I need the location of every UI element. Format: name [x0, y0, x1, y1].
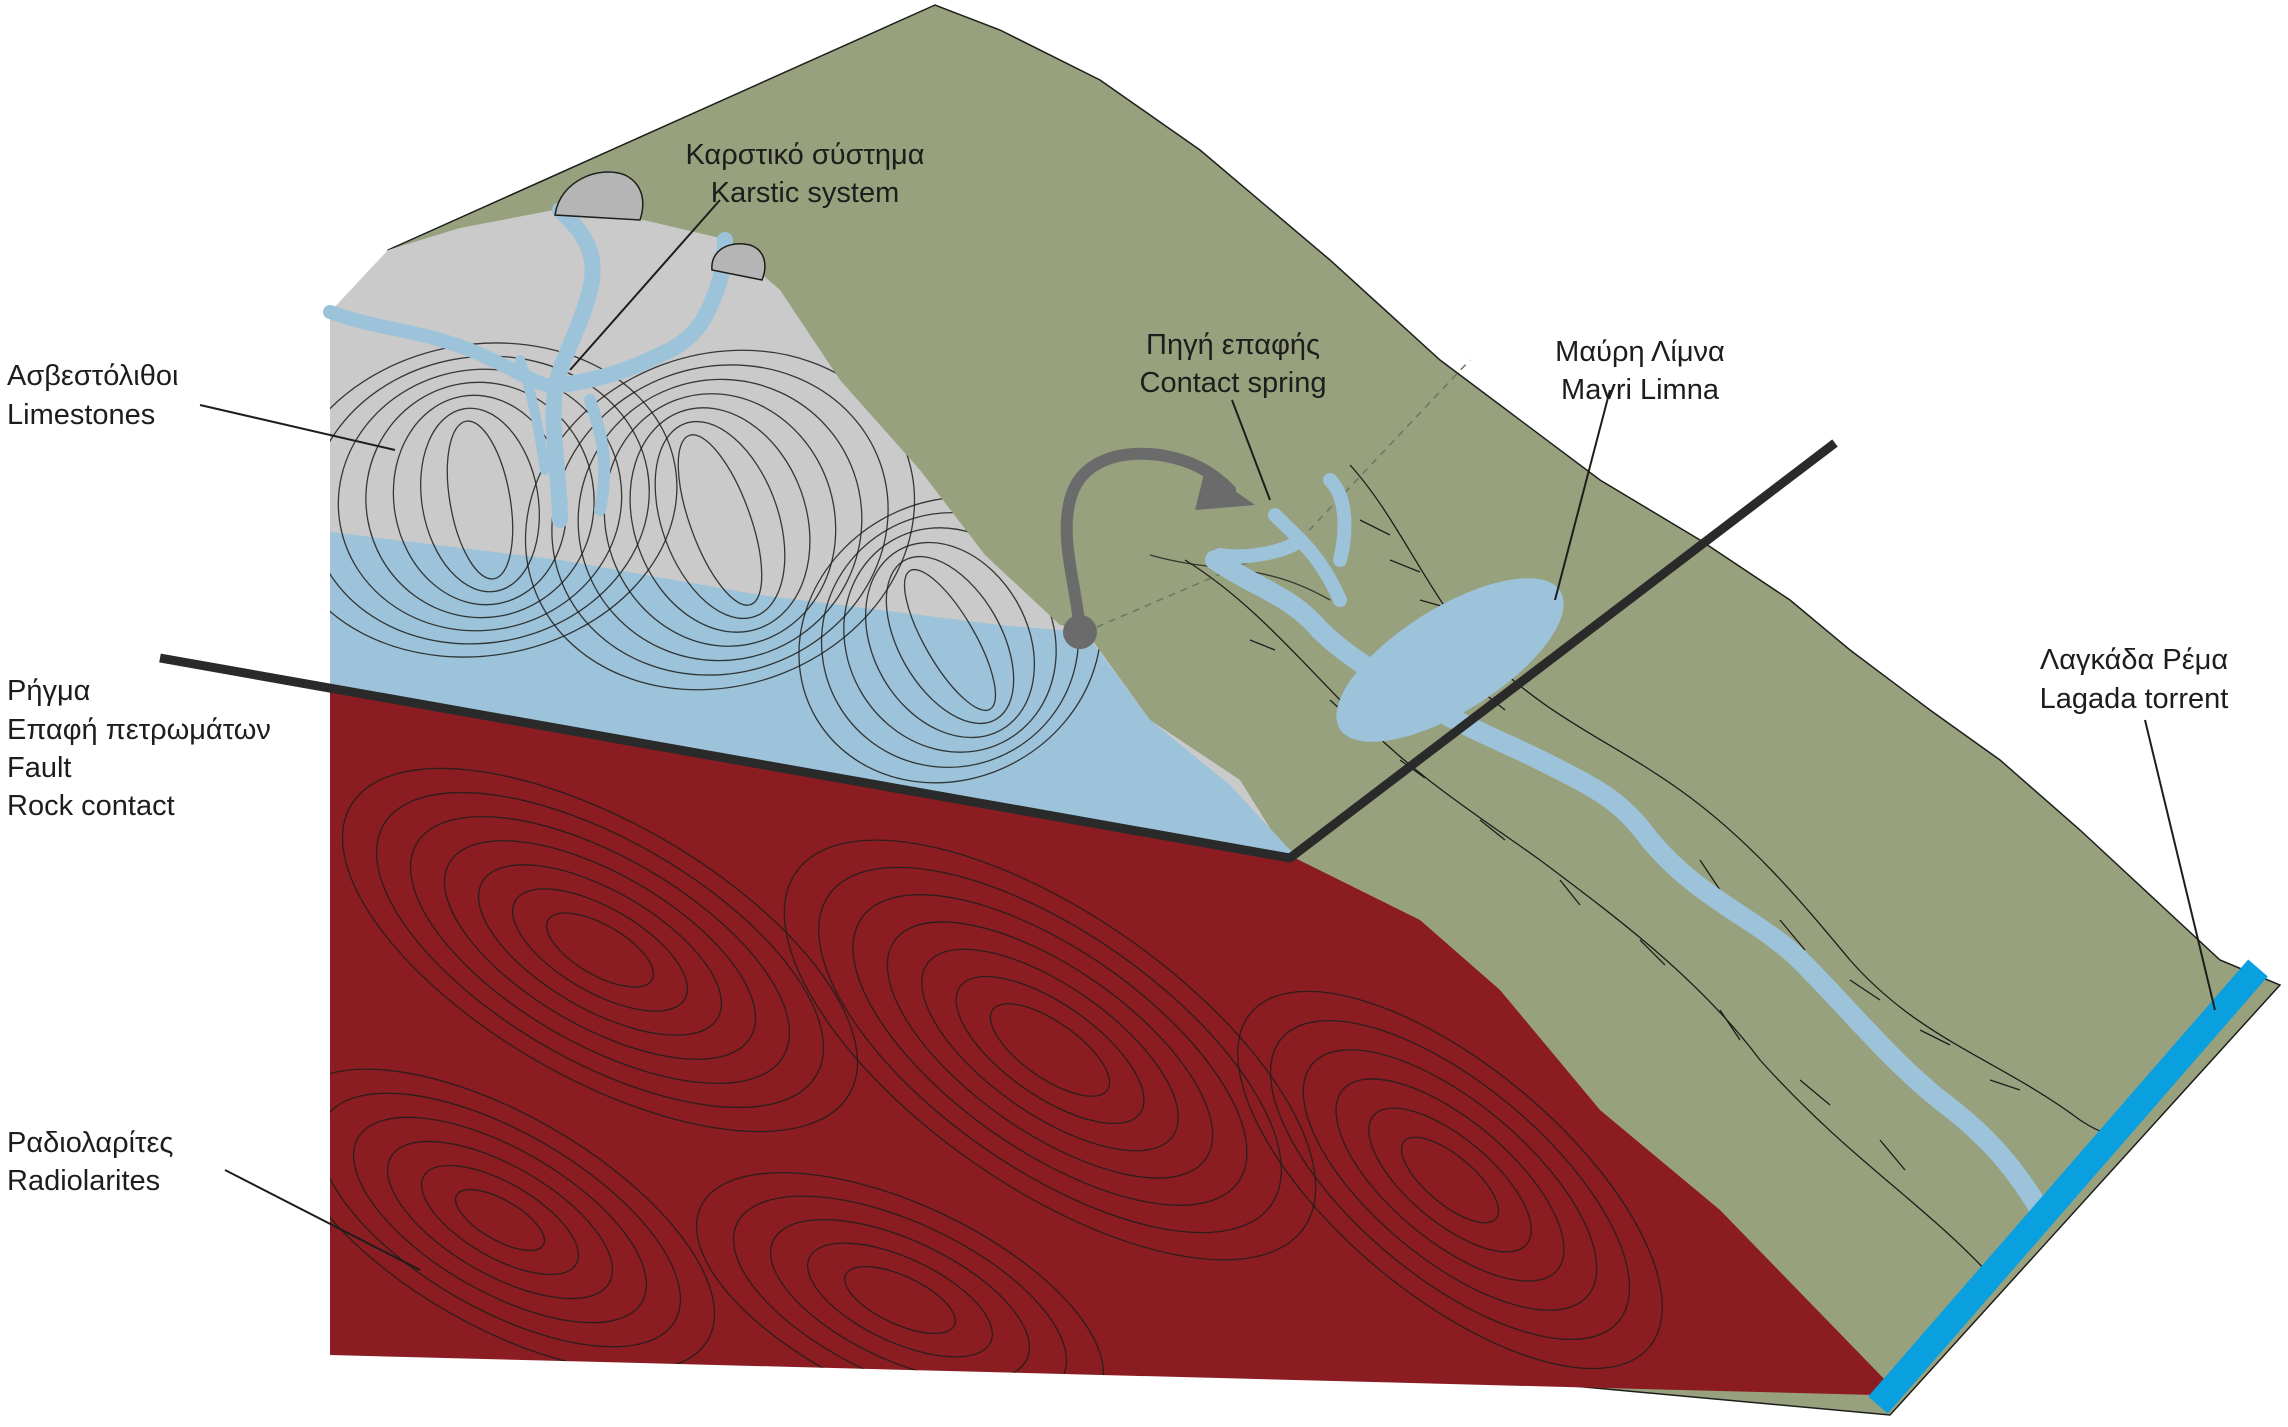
- fold-line: [420, 407, 540, 593]
- fold-line: [818, 866, 1282, 1234]
- fold-line: [921, 948, 1179, 1152]
- fold-line: [545, 912, 655, 988]
- label-radiolarites-gr: Ραδιολαρίτες: [7, 1127, 173, 1159]
- fold-line: [365, 381, 595, 619]
- fold-line: [409, 816, 791, 1084]
- fold-line: [386, 1140, 614, 1300]
- fold-line: [1302, 1049, 1598, 1311]
- label-contact-spring-gr: Πηγή επαφής: [1146, 329, 1320, 361]
- fold-line: [330, 1092, 682, 1348]
- fold-line: [989, 1003, 1111, 1097]
- fold-line: [454, 1188, 546, 1252]
- fold-line: [330, 355, 650, 645]
- label-mavri-limna-gr: Μαύρη Λίμνα: [1555, 336, 1725, 368]
- fold-line: [577, 378, 863, 662]
- radiolarites-fold-lines: [330, 767, 1663, 1395]
- fold-line: [806, 1242, 994, 1358]
- fold-line: [955, 975, 1145, 1125]
- groundwater-zone: [330, 532, 1295, 858]
- flow-arrow-origin-dot: [1063, 615, 1097, 649]
- fold-line: [337, 368, 623, 632]
- fold-line: [603, 393, 837, 647]
- fold-line: [1400, 1136, 1500, 1224]
- radiolarites-layer: [330, 690, 1890, 1395]
- fold-line: [1269, 1019, 1631, 1341]
- label-fault-line4: Rock contact: [7, 790, 175, 822]
- flow-arrow-head: [1195, 470, 1255, 510]
- lagada-torrent: [1868, 959, 2268, 1414]
- fold-line: [477, 864, 723, 1036]
- fold-line: [844, 1265, 956, 1335]
- label-fault-line2: Επαφή πετρωμάτων: [7, 714, 271, 746]
- fold-line: [330, 1068, 716, 1372]
- leader-lines: [199, 199, 2216, 1271]
- fold-line: [443, 840, 757, 1060]
- label-radiolarites-en: Radiolarites: [7, 1165, 160, 1197]
- fold-line: [1335, 1078, 1565, 1282]
- fold-line: [551, 364, 889, 676]
- stream: [1205, 550, 2050, 1220]
- flow-arrow: [1060, 447, 1236, 636]
- fold-line: [886, 921, 1214, 1179]
- fault-line: [159, 439, 1838, 863]
- mavri-limna-lake: [1336, 578, 1564, 742]
- fold-line: [1368, 1107, 1532, 1253]
- fold-line: [864, 541, 1036, 739]
- spring-branches: [1213, 473, 1352, 607]
- label-fault-line1: Ρήγμα: [7, 675, 90, 707]
- fold-line: [654, 420, 786, 620]
- fold-line: [852, 894, 1248, 1206]
- fold-line: [375, 791, 825, 1109]
- label-lagada-en: Lagada torrent: [2040, 683, 2229, 715]
- fold-line: [677, 434, 763, 606]
- fold-line: [341, 767, 859, 1133]
- fold-line: [420, 1164, 580, 1276]
- label-limestones-gr: Ασβεστόλιθοι: [7, 360, 178, 392]
- label-contact-spring-en: Contact spring: [1140, 367, 1327, 399]
- label-lagada-gr: Λαγκάδα Ρέμα: [2040, 644, 2228, 676]
- label-fault-line3: Fault: [7, 752, 71, 784]
- label-karstic-en: Karstic system: [711, 177, 900, 209]
- sinkholes: [554, 171, 766, 281]
- fold-line: [629, 407, 811, 633]
- label-limestones-en: Limestones: [7, 399, 155, 431]
- fold-line: [446, 420, 514, 580]
- fold-line: [783, 839, 1317, 1261]
- fold-line: [769, 1218, 1031, 1382]
- fold-line: [1237, 990, 1663, 1370]
- fold-line: [511, 888, 689, 1012]
- label-karstic-gr: Καρστικό σύστημα: [685, 139, 924, 171]
- fold-line: [903, 568, 997, 712]
- label-mavri-limna-en: Mavri Limna: [1561, 374, 1720, 406]
- fold-line: [885, 555, 1015, 725]
- fold-line: [352, 1116, 648, 1324]
